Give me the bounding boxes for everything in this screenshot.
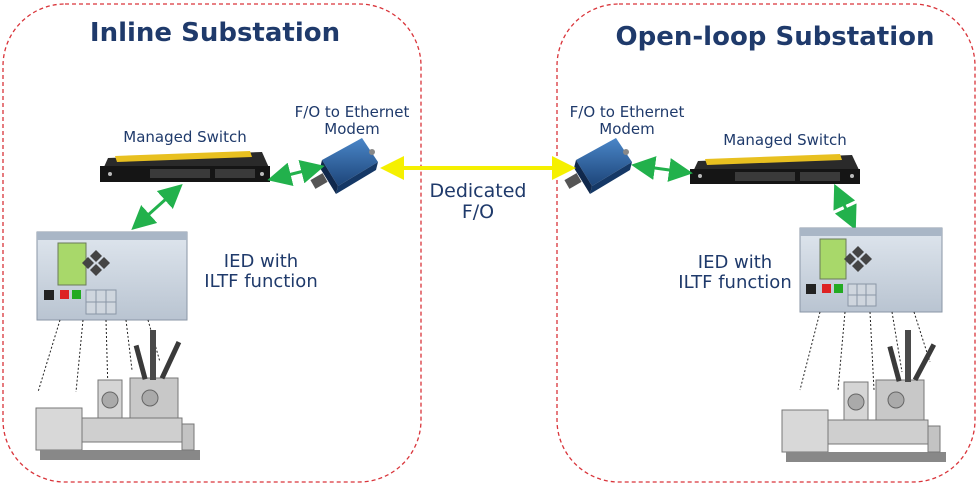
left-ied-label-line2: ILTF function <box>204 271 318 293</box>
right-modem-label: F/O to Ethernet Modem <box>557 104 697 138</box>
right-modem-switch-link <box>631 156 693 182</box>
right-switchgear-icon <box>781 330 946 462</box>
left-ied-label: IED with ILTF function <box>186 251 336 293</box>
right-substation-title: Open-loop Substation <box>615 22 935 52</box>
left-switchgear-icon <box>35 330 200 460</box>
dedicated-fiber-label-line2: F/O <box>461 201 495 224</box>
right-managed-switch-icon <box>690 154 860 184</box>
right-ied-icon <box>799 227 943 313</box>
left-modem-label-line1: F/O to Ethernet <box>294 103 410 121</box>
dedicated-fiber-label-line1: Dedicated <box>429 180 527 202</box>
left-substation-region <box>2 3 422 483</box>
left-switch-label: Managed Switch <box>123 128 247 146</box>
right-modem-label-line2: Modem <box>599 119 655 138</box>
left-modem-label: F/O to Ethernet Modem <box>282 104 422 138</box>
right-ied-label-line1: IED with <box>697 252 773 273</box>
right-switch-label: Managed Switch <box>723 131 847 149</box>
right-modem-label-line1: F/O to Ethernet <box>569 103 685 121</box>
right-ied-label: IED with ILTF function <box>660 252 810 294</box>
left-managed-switch-icon <box>100 151 270 182</box>
right-substation-region <box>556 3 976 483</box>
right-modem-icon <box>564 138 632 194</box>
left-modem-icon <box>310 138 378 194</box>
left-modem-label-line2: Modem <box>324 119 380 138</box>
right-ied-label-line2: ILTF function <box>678 272 792 294</box>
left-switch-ied-link <box>131 183 183 231</box>
right-switch-ied-link <box>833 183 857 231</box>
left-substation-title: Inline Substation <box>89 18 341 48</box>
dedicated-fiber-label: Dedicated F/O <box>408 180 548 224</box>
left-ied-icon <box>36 231 188 321</box>
left-switch-modem-link <box>267 159 325 187</box>
right-ied-cable-lines <box>799 311 931 391</box>
left-ied-label-line1: IED with <box>223 251 299 272</box>
